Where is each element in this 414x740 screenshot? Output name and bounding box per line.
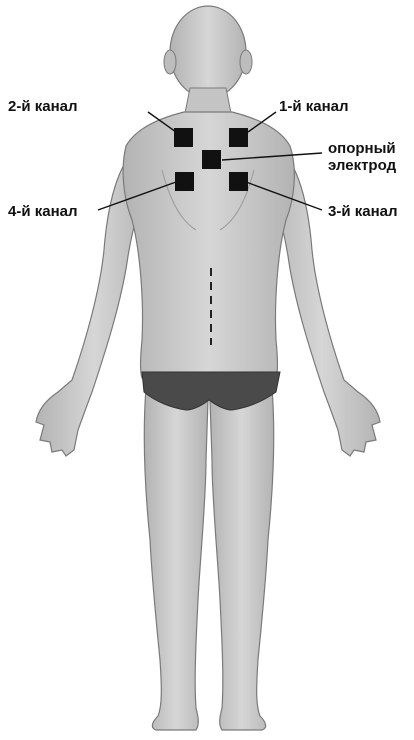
label-reference-line2: электрод (328, 157, 396, 174)
label-channel-3: 3-й канал (328, 203, 398, 220)
electrode-channel-3 (229, 172, 248, 191)
electrode-reference (202, 150, 221, 169)
label-channel-1: 1-й канал (279, 98, 349, 115)
left-leg (144, 388, 208, 730)
label-channel-4: 4-й канал (8, 203, 78, 220)
head (164, 6, 252, 98)
right-leg (210, 388, 274, 730)
electrode-channel-4 (175, 172, 194, 191)
electrode-channel-2 (174, 128, 193, 147)
label-reference-electrode: опорный электрод (328, 140, 396, 174)
label-reference-line1: опорный (328, 140, 396, 157)
electrode-channel-1 (229, 128, 248, 147)
label-channel-2: 2-й канал (8, 98, 78, 115)
